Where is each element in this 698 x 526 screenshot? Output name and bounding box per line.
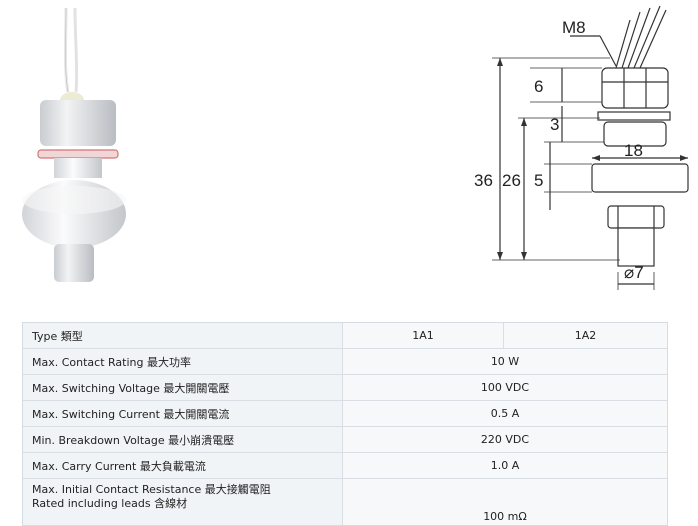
dim-18-label: 18 bbox=[624, 141, 643, 160]
spec-value: 100 VDC bbox=[343, 375, 667, 400]
spec-label-main: Max. Initial Contact Resistance 最大接觸電阻 bbox=[32, 483, 271, 496]
spec-value: 220 VDC bbox=[343, 427, 667, 452]
dim-5-label: 5 bbox=[534, 171, 543, 190]
spec-value-1a2: 1A2 bbox=[503, 323, 667, 348]
thread-label: M8 bbox=[562, 18, 586, 37]
spec-value: 1.0 A bbox=[343, 453, 667, 478]
table-row: Max. Switching Voltage 最大開關電壓 100 VDC bbox=[23, 375, 667, 401]
spec-label: Max. Switching Current 最大開關電流 bbox=[23, 401, 343, 426]
spec-label: Max. Carry Current 最大負載電流 bbox=[23, 453, 343, 478]
table-row: Type 類型 1A1 1A2 bbox=[23, 323, 667, 349]
spec-label: Max. Contact Rating 最大功率 bbox=[23, 349, 343, 374]
table-row: Max. Initial Contact Resistance 最大接觸電阻 R… bbox=[23, 479, 667, 525]
table-row: Min. Breakdown Voltage 最小崩潰電壓 220 VDC bbox=[23, 427, 667, 453]
dim-26-label: 26 bbox=[502, 171, 521, 190]
dimension-drawing: M8 6 3 18 5 36 26 ⌀7 bbox=[474, 5, 689, 290]
spec-table: Type 類型 1A1 1A2 Max. Contact Rating 最大功率… bbox=[22, 322, 668, 526]
dim-6-label: 6 bbox=[534, 77, 543, 96]
dim-dia7-label: ⌀7 bbox=[624, 263, 644, 282]
spec-label: Min. Breakdown Voltage 最小崩潰電壓 bbox=[23, 427, 343, 452]
spec-label-sub: Rated including leads 含線材 bbox=[32, 497, 188, 510]
dim-3-label: 3 bbox=[550, 115, 559, 134]
spec-label: Type 類型 bbox=[23, 323, 343, 348]
spec-value-1a1: 1A1 bbox=[343, 323, 503, 348]
spec-value: 100 mΩ bbox=[343, 479, 667, 525]
dim-36-label: 36 bbox=[474, 171, 493, 190]
spec-value: 0.5 A bbox=[343, 401, 667, 426]
spec-value: 10 W bbox=[343, 349, 667, 374]
spec-label: Max. Initial Contact Resistance 最大接觸電阻 R… bbox=[23, 479, 343, 525]
product-photo bbox=[22, 7, 126, 282]
table-row: Max. Switching Current 最大開關電流 0.5 A bbox=[23, 401, 667, 427]
table-row: Max. Carry Current 最大負載電流 1.0 A bbox=[23, 453, 667, 479]
table-row: Max. Contact Rating 最大功率 10 W bbox=[23, 349, 667, 375]
spec-label: Max. Switching Voltage 最大開關電壓 bbox=[23, 375, 343, 400]
